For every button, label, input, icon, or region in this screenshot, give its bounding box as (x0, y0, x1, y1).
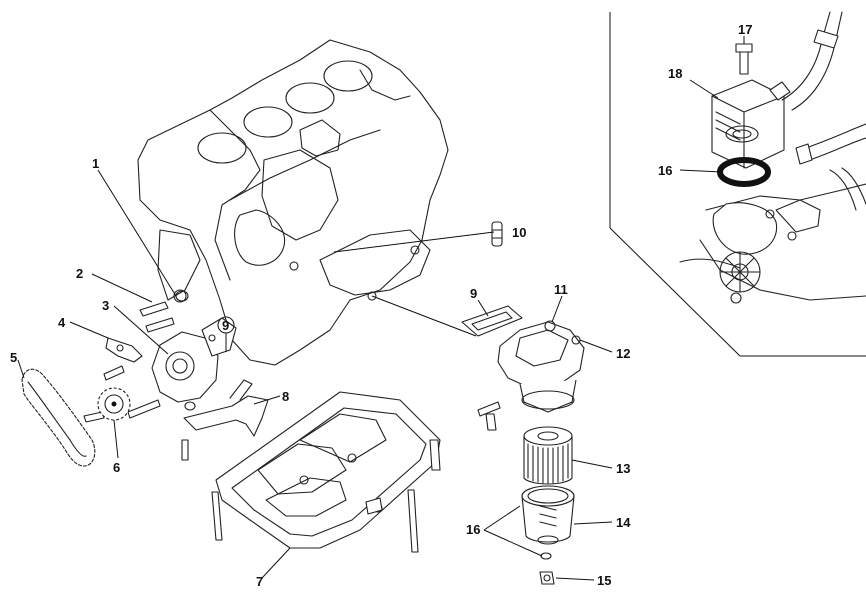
callout-6: 6 (113, 460, 120, 475)
callout-5: 5 (10, 350, 17, 365)
oil-filter-body (477, 320, 585, 431)
cooler-bolt (735, 43, 753, 75)
callout-10: 10 (512, 225, 526, 240)
callout-9-left: 9 (222, 318, 229, 333)
o-ring-small (540, 552, 552, 560)
callout-16-main: 16 (466, 522, 480, 537)
bolts-left (83, 290, 196, 461)
callout-13: 13 (616, 461, 630, 476)
callout-15: 15 (597, 573, 611, 588)
callout-9-right: 9 (470, 286, 477, 301)
engine-block (137, 39, 449, 366)
callout-1: 1 (92, 156, 99, 171)
callout-14: 14 (616, 515, 631, 530)
timing-chain (21, 368, 96, 467)
gasket-9-right (461, 305, 523, 337)
oil-filter-element (523, 426, 573, 485)
callout-16-inset: 16 (658, 163, 672, 178)
dowel-pin (491, 221, 503, 247)
oil-cooler (711, 79, 791, 169)
callout-labels: 1 2 3 4 5 6 7 8 9 10 9 11 12 13 14 15 16… (10, 22, 752, 589)
callout-17: 17 (738, 22, 752, 37)
inset-frame (609, 12, 866, 357)
filter-cap (521, 485, 575, 545)
callout-2: 2 (76, 266, 83, 281)
callout-11: 11 (554, 282, 568, 297)
drain-plug (539, 571, 555, 585)
chain-tensioner (105, 337, 143, 363)
callout-4: 4 (58, 315, 66, 330)
callout-12: 12 (616, 346, 630, 361)
oil-pump-sprocket (97, 387, 131, 421)
baffle-bracket (183, 379, 269, 437)
cooler-hoses (781, 11, 866, 165)
callout-18: 18 (668, 66, 682, 81)
leader-lines (17, 36, 745, 581)
oil-pump (151, 317, 237, 403)
callout-8: 8 (282, 389, 289, 404)
callout-3: 3 (102, 298, 109, 313)
oil-pan (211, 391, 441, 553)
callout-7: 7 (256, 574, 263, 589)
inset-engine-housing (679, 167, 866, 304)
